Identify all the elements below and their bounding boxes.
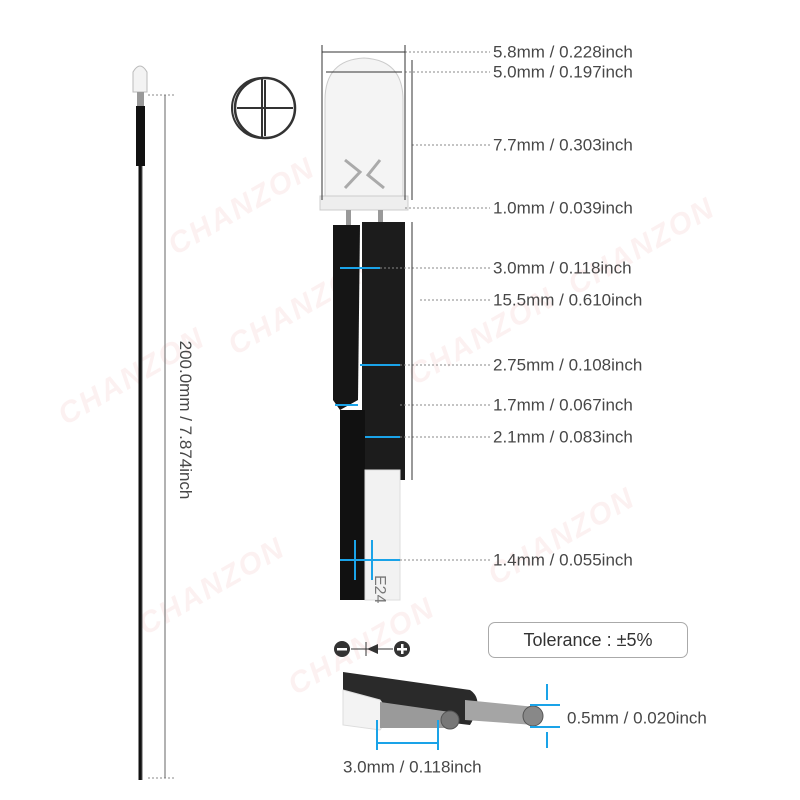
top-view-symbol-icon — [231, 76, 297, 140]
tube-outer-label: 2.1mm / 0.083inch — [493, 427, 633, 447]
lens-inner-label: 5.0mm / 0.197inch — [493, 62, 633, 82]
leg-gap-label: 1.0mm / 0.039inch — [493, 198, 633, 218]
black-dimension-lines — [321, 45, 413, 480]
led-lens — [319, 57, 409, 225]
polarity-indicator — [334, 641, 410, 657]
total-length-dimension — [148, 94, 175, 779]
stripped-wire-illustration — [342, 672, 560, 750]
wire-width-label: 1.4mm / 0.055inch — [493, 550, 633, 570]
full-led-thumbnail — [132, 65, 148, 780]
tube-width-2-label: 2.75mm / 0.108inch — [493, 355, 643, 375]
total-length-label: 200.0mm / 7.874inch — [176, 340, 195, 500]
lens-outer-label: 5.8mm / 0.228inch — [493, 42, 633, 62]
tube-width-label: 3.0mm / 0.118inch — [493, 258, 632, 278]
blue-dimension-lines — [335, 267, 400, 580]
guide-lines — [380, 51, 490, 561]
strand-diameter-label: 0.5mm / 0.020inch — [567, 708, 707, 728]
wire-print: E24 — [371, 575, 388, 604]
tube-inner-label: 1.7mm / 0.067inch — [493, 395, 633, 415]
lens-height-label: 7.7mm / 0.303inch — [493, 135, 633, 155]
strip-length-label: 3.0mm / 0.118inch — [343, 757, 482, 777]
tube-length-label: 15.5mm / 0.610inch — [493, 290, 643, 310]
heat-shrink-tubes: E24 — [333, 222, 405, 604]
tolerance-badge: Tolerance : ±5% — [488, 622, 688, 658]
